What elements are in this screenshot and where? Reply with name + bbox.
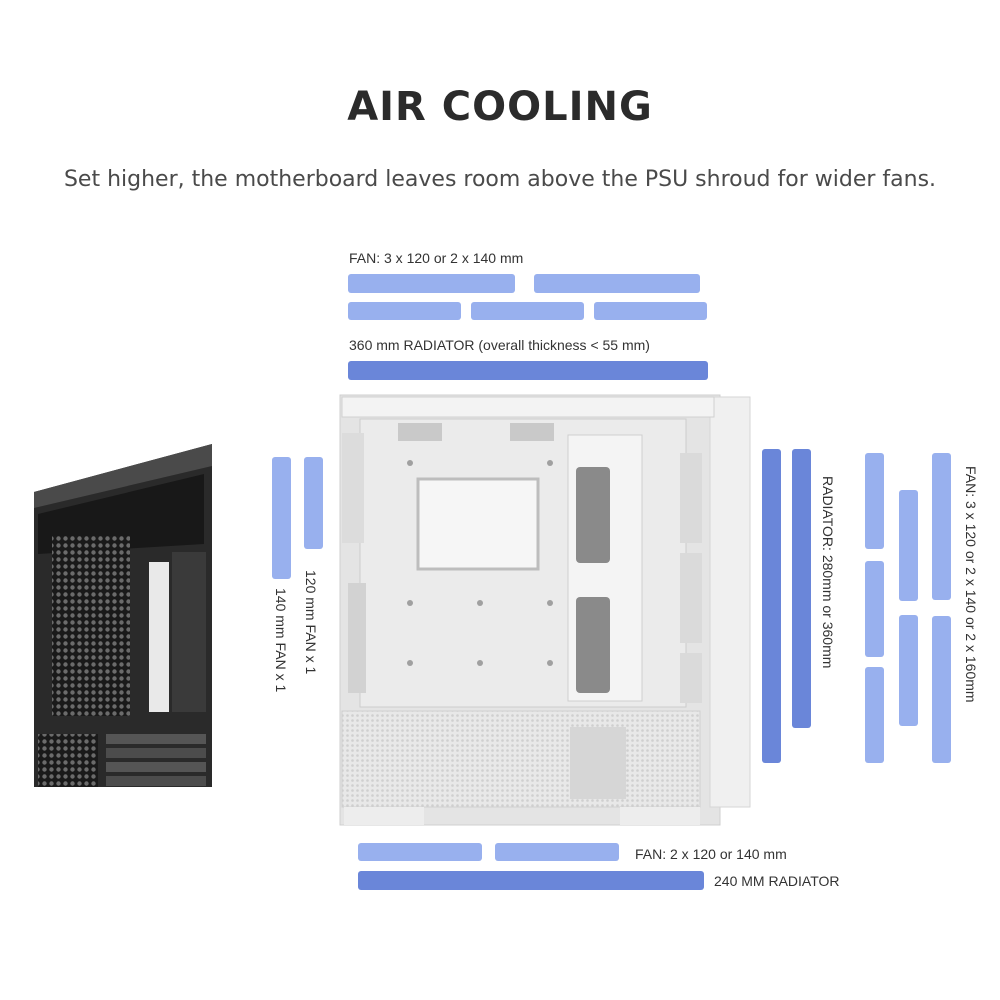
page-subtitle: Set higher, the motherboard leaves room … [63,167,937,192]
rear-fan-120-label: 120 mm FAN x 1 [303,570,319,675]
side-fan-140-bar [899,615,918,726]
top-fan-140-bar [348,274,515,293]
side-fan-140-bar [899,490,918,601]
side-fan-120-bar [865,667,884,763]
side-radiator-360-bar [762,449,781,763]
side-radiator-label: RADIATOR: 280mm or 360mm [820,476,836,669]
bottom-radiator-label: 240 MM RADIATOR [714,873,840,889]
top-fan-140-bar [534,274,700,293]
bottom-radiator-bar [358,871,704,890]
side-fan-120-bar [865,453,884,549]
top-fan-label: FAN: 3 x 120 or 2 x 140 mm [349,250,524,266]
side-radiator-280-bar [792,449,811,728]
white-case-photo [339,394,751,826]
rear-fan-120-bar [304,457,323,549]
top-fan-120-bar [471,302,584,320]
case-rear-detail-photo [34,444,212,787]
top-fan-120-bar [594,302,707,320]
bottom-fan-bar [358,843,482,861]
top-fan-120-bar [348,302,461,320]
side-fan-120-bar [865,561,884,657]
top-radiator-bar [348,361,708,380]
side-fan-160-bar [932,453,951,600]
rear-fan-140-bar [272,457,291,579]
page-title: AIR COOLING [347,84,653,130]
side-fan-160-bar [932,616,951,763]
rear-fan-140-label: 140 mm FAN x 1 [273,588,289,693]
side-fan-label: FAN: 3 x 120 or 2 x 140 or 2 x 160mm [963,466,979,703]
bottom-fan-bar [495,843,619,861]
bottom-fan-label: FAN: 2 x 120 or 140 mm [635,846,787,862]
top-radiator-label: 360 mm RADIATOR (overall thickness < 55 … [349,337,650,353]
